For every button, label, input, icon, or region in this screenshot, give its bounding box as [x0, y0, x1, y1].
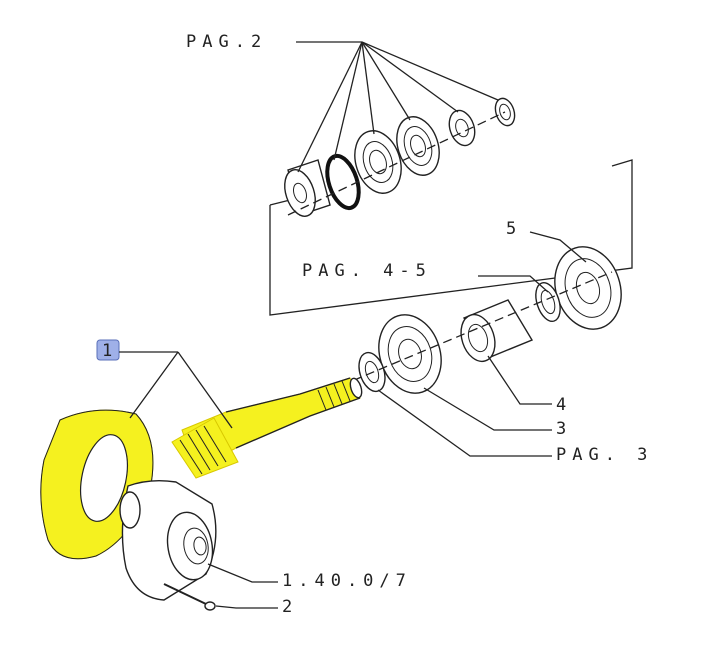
label-pag2: PAG.2 — [186, 32, 267, 52]
bolt-item2 — [163, 583, 216, 611]
leader-item1 — [119, 351, 233, 429]
differential-housing — [119, 479, 217, 601]
bracket-pag45 — [269, 159, 633, 316]
label-pag45: PAG. 4-5 — [302, 261, 432, 281]
leader-item4 — [487, 355, 552, 405]
label-item2: 2 — [282, 597, 292, 617]
bearing-item5 — [554, 246, 622, 330]
lower-axis — [339, 271, 613, 387]
leader-item3 — [423, 387, 552, 431]
bearing-item3 — [378, 314, 442, 394]
bracket-top-stub — [269, 199, 291, 206]
pinion-shaft-item1 — [171, 377, 363, 479]
leader-pag3 — [377, 389, 552, 457]
leader-item5 — [529, 231, 587, 263]
item1-badge — [96, 339, 120, 361]
leader-diff-ref — [207, 563, 278, 583]
sleeve-item4 — [460, 299, 534, 363]
lock-nut — [448, 109, 476, 147]
label-ref-diff: 1.40.0/7 — [282, 571, 412, 591]
label-item1: 1 — [102, 341, 112, 361]
label-item5: 5 — [506, 219, 516, 239]
pag2-leaders — [296, 41, 499, 173]
upper-sleeve — [284, 159, 331, 217]
upper-axis — [287, 111, 506, 216]
snap-ring — [494, 97, 516, 127]
leader-item2 — [215, 605, 278, 609]
label-pag3: PAG. 3 — [556, 445, 653, 465]
leader-pag45 — [478, 275, 549, 293]
label-item4: 4 — [556, 395, 566, 415]
spacer-ring — [535, 281, 561, 323]
label-item3: 3 — [556, 419, 566, 439]
